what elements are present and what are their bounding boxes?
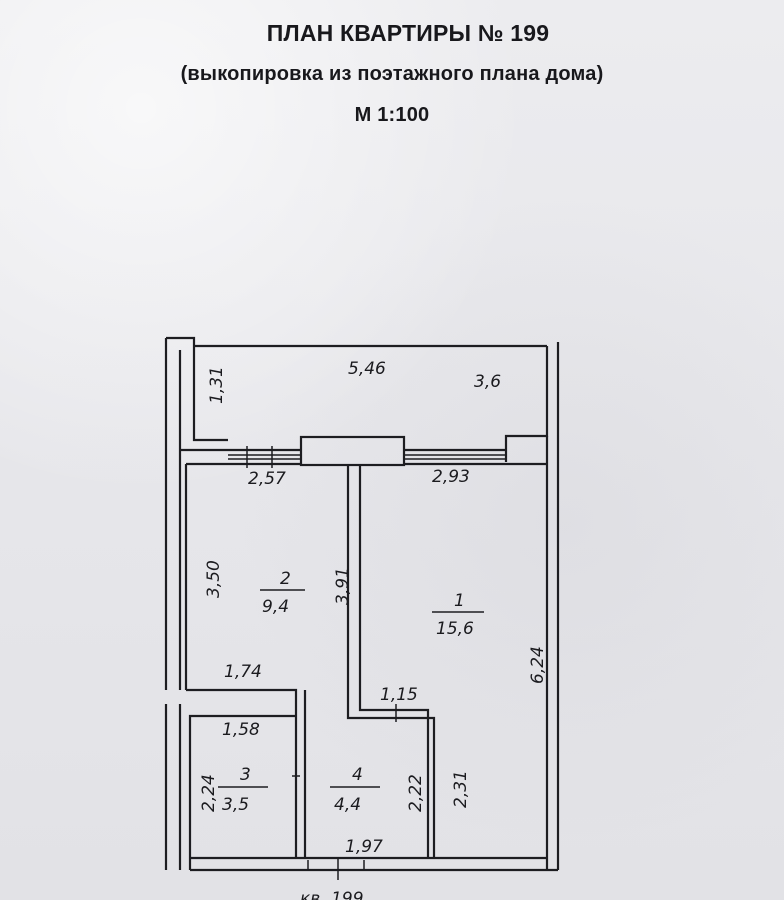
room-1-width-label: 2,93 — [432, 467, 470, 487]
corridor-length-label: 2,31 — [451, 770, 471, 808]
room-walls — [164, 464, 558, 880]
room-2-number: 2 — [280, 569, 291, 589]
plan-subtitle: (выкопировка из поэтажного плана дома) — [180, 63, 604, 85]
room-4-number: 4 — [352, 765, 363, 785]
partition-length-label: 3,91 — [333, 567, 353, 605]
room-1-area: 15,6 — [436, 619, 474, 639]
corridor-width-label: 1,15 — [380, 685, 418, 705]
room-4-area: 4,4 — [334, 795, 361, 815]
balcony-walls — [164, 336, 560, 870]
room-1-length-label: 6,24 — [528, 646, 548, 684]
room-2-labels: 2,57 3,50 2 9,4 1,74 — [204, 469, 305, 682]
room-1-labels: 2,93 3,91 1 15,6 6,24 1,15 — [333, 467, 548, 705]
room-4-labels: 4 4,4 2,22 2,31 1,97 — [330, 765, 471, 857]
apartment-label: кв. 199 — [300, 889, 364, 900]
balcony-area-label: 3,6 — [474, 372, 501, 392]
exterior-wall-top — [180, 435, 547, 468]
plan-scale: М 1:100 — [354, 104, 430, 126]
wall-segment-label: 1,74 — [224, 662, 262, 682]
balcony-length-label: 5,46 — [348, 359, 386, 379]
room-3-labels: 1,58 2,24 3 3,5 — [199, 720, 268, 815]
room-3-number: 3 — [240, 765, 251, 785]
balcony-depth-label: 1,31 — [207, 366, 227, 404]
room-4-length-label: 2,22 — [406, 774, 426, 812]
room-1-number: 1 — [454, 591, 465, 611]
room-2-area: 9,4 — [262, 597, 289, 617]
plan-title: ПЛАН КВАРТИРЫ № 199 — [266, 20, 550, 46]
room-2-length-label: 3,50 — [204, 560, 224, 598]
room-4-width-label: 1,97 — [345, 837, 383, 857]
room-3-width-label: 1,58 — [222, 720, 260, 740]
room-3-length-label: 2,24 — [199, 774, 219, 812]
room-3-area: 3,5 — [222, 795, 249, 815]
room-2-width-label: 2,57 — [248, 469, 286, 489]
balcony-labels: 5,46 3,6 1,31 — [207, 359, 501, 404]
